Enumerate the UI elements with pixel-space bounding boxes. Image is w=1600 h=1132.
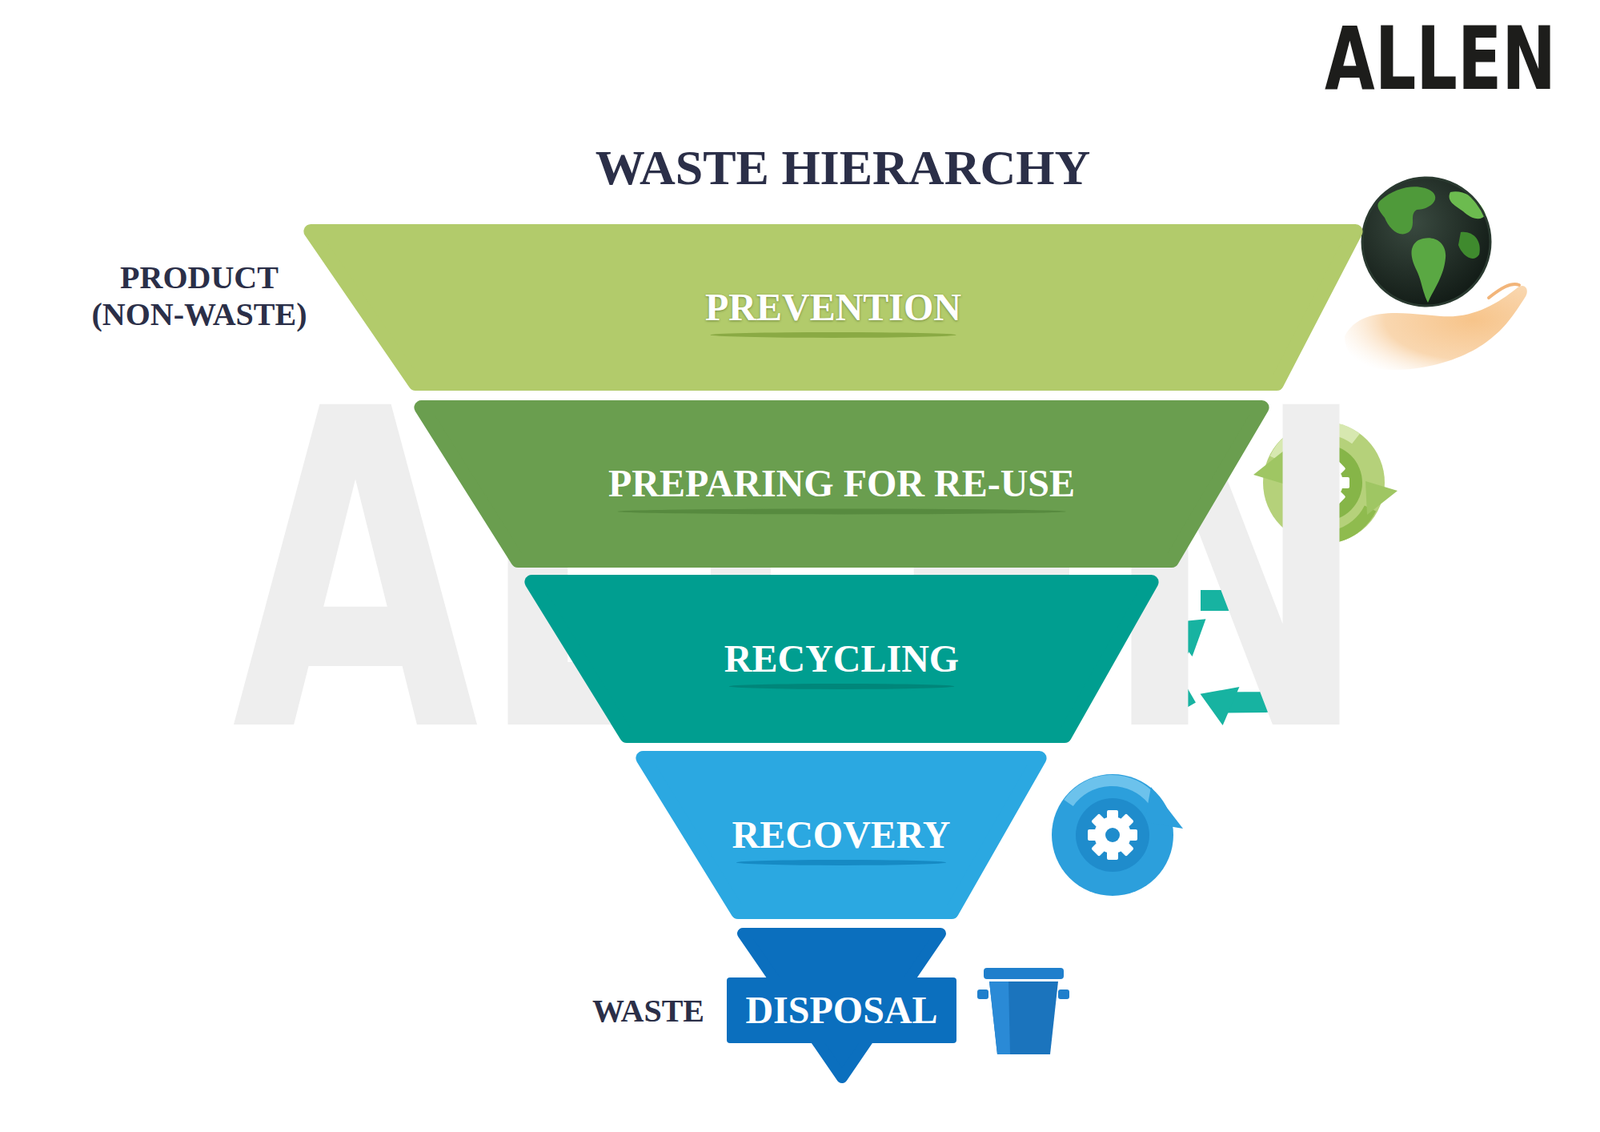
globe-icon: [1362, 177, 1491, 306]
band-label: DISPOSAL: [745, 989, 938, 1032]
art-part: [1105, 827, 1120, 843]
band-outline: [642, 757, 1039, 912]
band-label: PREPARING FOR RE-USE: [608, 462, 1075, 506]
band-label: RECOVERY: [732, 814, 951, 857]
art-part: [1090, 813, 1135, 857]
band-label: PREVENTION: [705, 286, 962, 329]
band-label: RECYCLING: [724, 637, 959, 681]
brand-logo: ALLEN: [1324, 16, 1556, 103]
reuse-band: PREPARING FOR RE-USE: [409, 400, 1274, 568]
underline-swoosh: [709, 332, 956, 338]
art-part: [1075, 797, 1150, 872]
product-label: PRODUCT (NON-WASTE): [71, 259, 328, 333]
art-part: [1090, 813, 1135, 857]
art-part: [1488, 284, 1520, 298]
art-part: [1058, 989, 1070, 999]
recycling-band: RECYCLING: [520, 574, 1163, 743]
bin-icon: [977, 967, 1070, 1055]
band-outline: [310, 231, 1356, 384]
art-part: [1411, 237, 1447, 303]
art-part: [989, 981, 1059, 1055]
art-part: [1094, 816, 1131, 854]
funnel-tip: [742, 933, 941, 1078]
art-part: [989, 981, 1011, 1055]
band-outline: [531, 581, 1151, 736]
art-part: [1362, 177, 1491, 306]
diagram-title: WASTE HIERARCHY: [595, 142, 1091, 193]
art-part: [977, 989, 989, 999]
art-part: [1144, 786, 1183, 829]
art-part: [1365, 481, 1398, 515]
underline-swoosh: [736, 859, 947, 866]
waste-label: WASTE: [592, 994, 705, 1027]
band-outline: [421, 407, 1262, 561]
art-part: [983, 967, 1064, 979]
disposal-plate: [726, 977, 957, 1043]
art-part: [1362, 177, 1491, 306]
underline-swoosh: [729, 683, 955, 690]
art-part: [1458, 232, 1480, 259]
prevention-band: PREVENTION: [299, 224, 1368, 391]
recovery-gear-icon: [1051, 773, 1183, 896]
underline-swoosh: [617, 508, 1067, 514]
art-part: [1087, 810, 1138, 860]
art-part: [1377, 186, 1436, 234]
recovery-band: RECOVERY: [631, 750, 1051, 919]
disposal-funnel: DISPOSAL: [726, 926, 957, 1083]
